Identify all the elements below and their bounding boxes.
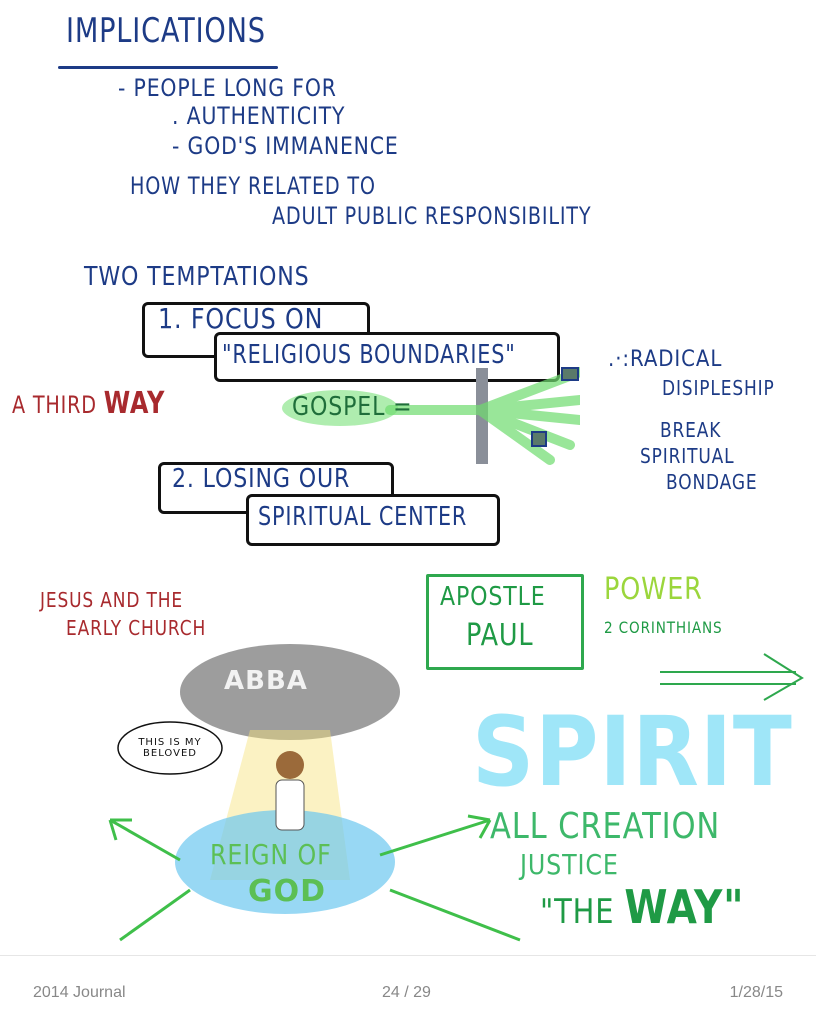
- jesus-line1: Jesus and the: [40, 588, 183, 612]
- implications-title: Implications: [66, 11, 266, 51]
- paul-box: [426, 574, 584, 670]
- implication-line: - People long for: [118, 74, 337, 102]
- the-way-label: "The Way": [540, 884, 744, 930]
- temptation-1-line2: "Religious boundaries": [222, 340, 516, 370]
- radical-label: .·:Radical: [608, 347, 723, 372]
- journal-page-canvas: Implications - People long for . Authent…: [12, 11, 804, 942]
- arrow-right-icon: [660, 653, 804, 701]
- paul-label: Paul: [466, 618, 534, 653]
- third-way-emph: way: [103, 386, 166, 421]
- spirit-watermark: Spirit: [472, 696, 793, 808]
- implication-line: How they related to: [130, 172, 376, 200]
- page-counter: 24 / 29: [382, 984, 431, 1001]
- justice-label: Justice: [520, 848, 619, 881]
- speech-bubble-text: This is my beloved: [138, 737, 202, 759]
- third-way-prefix: A third: [12, 391, 97, 419]
- implication-line: - God's immanence: [172, 132, 399, 160]
- temptations-title: Two temptations: [84, 262, 310, 292]
- the-way-prefix: "The: [540, 892, 615, 932]
- temptation-2-line2: spiritual center: [258, 502, 468, 532]
- temptation-box-2b: [246, 494, 500, 546]
- spiritual-label: spiritual: [640, 444, 735, 468]
- corinthians-label: 2 Corinthians: [604, 618, 723, 637]
- all-creation-label: All creation: [490, 806, 721, 847]
- jesus-line2: Early Church: [66, 616, 207, 640]
- baptism-illustration: [108, 644, 521, 942]
- temptation-box-1b: [214, 332, 560, 382]
- implication-line: . Authenticity: [172, 102, 346, 130]
- god-label: God: [248, 874, 327, 909]
- break-label: Break: [660, 418, 722, 442]
- reign-label: Reign of: [210, 838, 332, 871]
- temptation-1-line1: 1. Focus on: [158, 302, 324, 335]
- gospel-label: Gospel =: [292, 392, 413, 422]
- abba-label: ABBA: [224, 666, 308, 696]
- disipleship-label: disipleship: [662, 376, 775, 400]
- page-footer: 2014 Journal 24 / 29 1/28/15: [0, 955, 816, 1025]
- temptation-2-line1: 2. Losing our: [172, 464, 351, 494]
- power-label: Power: [604, 572, 703, 607]
- gospel-rays-illustration: [282, 367, 580, 465]
- bondage-label: bondage: [666, 470, 758, 494]
- the-way-emph: Way": [624, 880, 745, 934]
- third-way-label: A third way: [12, 388, 165, 420]
- title-underline: [58, 66, 278, 69]
- page-date: 1/28/15: [729, 984, 783, 1001]
- apostle-label: Apostle: [440, 582, 546, 612]
- implication-line: adult public responsibility: [272, 202, 592, 230]
- journal-title: 2014 Journal: [33, 984, 126, 1001]
